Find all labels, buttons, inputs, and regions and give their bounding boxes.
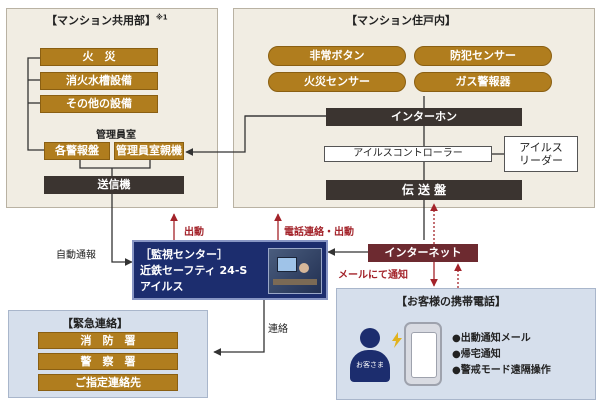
manager-room-label: 管理員室 <box>96 130 136 141</box>
manager-master-box: 管理員室親機 <box>114 142 184 160</box>
emergency-title: 【緊急連絡】 <box>62 317 128 330</box>
customer-body: お客さま <box>350 350 390 382</box>
gas-alarm-item: ガス警報器 <box>414 72 552 92</box>
fire-water-tank-item: 消火水槽設備 <box>40 72 158 90</box>
mobile-title: 【お客様の携帯電話】 <box>396 295 506 308</box>
transmitter-box: 送信機 <box>44 176 184 194</box>
common-area-title: 【マンション共用部】※1 <box>46 13 168 27</box>
contact-label: 連絡 <box>268 324 288 335</box>
desk-icon <box>273 279 317 285</box>
signal-icon <box>392 332 402 348</box>
intercom-box: インターホン <box>326 108 522 126</box>
phone-screen <box>411 332 437 378</box>
alarm-panel-box: 各警報盤 <box>44 142 110 160</box>
center-photo <box>268 248 322 294</box>
customer-label: お客さま <box>356 361 384 369</box>
designated-contact-item: ご指定連絡先 <box>38 374 178 391</box>
controller-box: アイルスコントローラー <box>324 146 492 162</box>
operator-icon <box>299 263 309 273</box>
transmission-box: 伝 送 盤 <box>326 180 522 200</box>
center-line3: アイルス <box>140 280 184 293</box>
center-line2: 近鉄セーフティ 24-S <box>140 264 248 277</box>
center-line1: ［監視センター］ <box>140 248 228 261</box>
fire-item: 火 災 <box>40 48 158 66</box>
monitoring-center-box: ［監視センター］ 近鉄セーフティ 24-S アイルス <box>132 240 328 300</box>
fire-sensor-item: 火災センサー <box>268 72 406 92</box>
security-sensor-item: 防犯センサー <box>414 46 552 66</box>
police-item: 警 察 署 <box>38 353 178 370</box>
feature-item-3: ●警戒モード遠隔操作 <box>452 365 551 376</box>
dispatch-label: 出動 <box>184 227 204 238</box>
feature-item-2: ●帰宅通知 <box>452 349 501 360</box>
dwelling-title: 【マンション住戸内】 <box>346 14 456 27</box>
fire-dept-item: 消 防 署 <box>38 332 178 349</box>
customer-icon: お客さま <box>350 328 390 382</box>
feature-item-1: ●出動通知メール <box>452 333 531 344</box>
mail-notice-label: メールにて通知 <box>338 270 408 281</box>
monitor-icon <box>277 257 297 272</box>
auto-report-label: 自動通報 <box>56 250 96 261</box>
customer-head <box>360 328 380 348</box>
mobile-phone-icon <box>404 322 442 386</box>
other-equipment-item: その他の設備 <box>40 95 158 113</box>
emergency-button-item: 非常ボタン <box>268 46 406 66</box>
internet-box: インターネット <box>368 244 478 262</box>
reader-label: アイルス リーダー <box>519 141 563 167</box>
phone-dispatch-label: 電話連絡・出動 <box>284 227 354 238</box>
reader-box: アイルス リーダー <box>504 136 578 172</box>
